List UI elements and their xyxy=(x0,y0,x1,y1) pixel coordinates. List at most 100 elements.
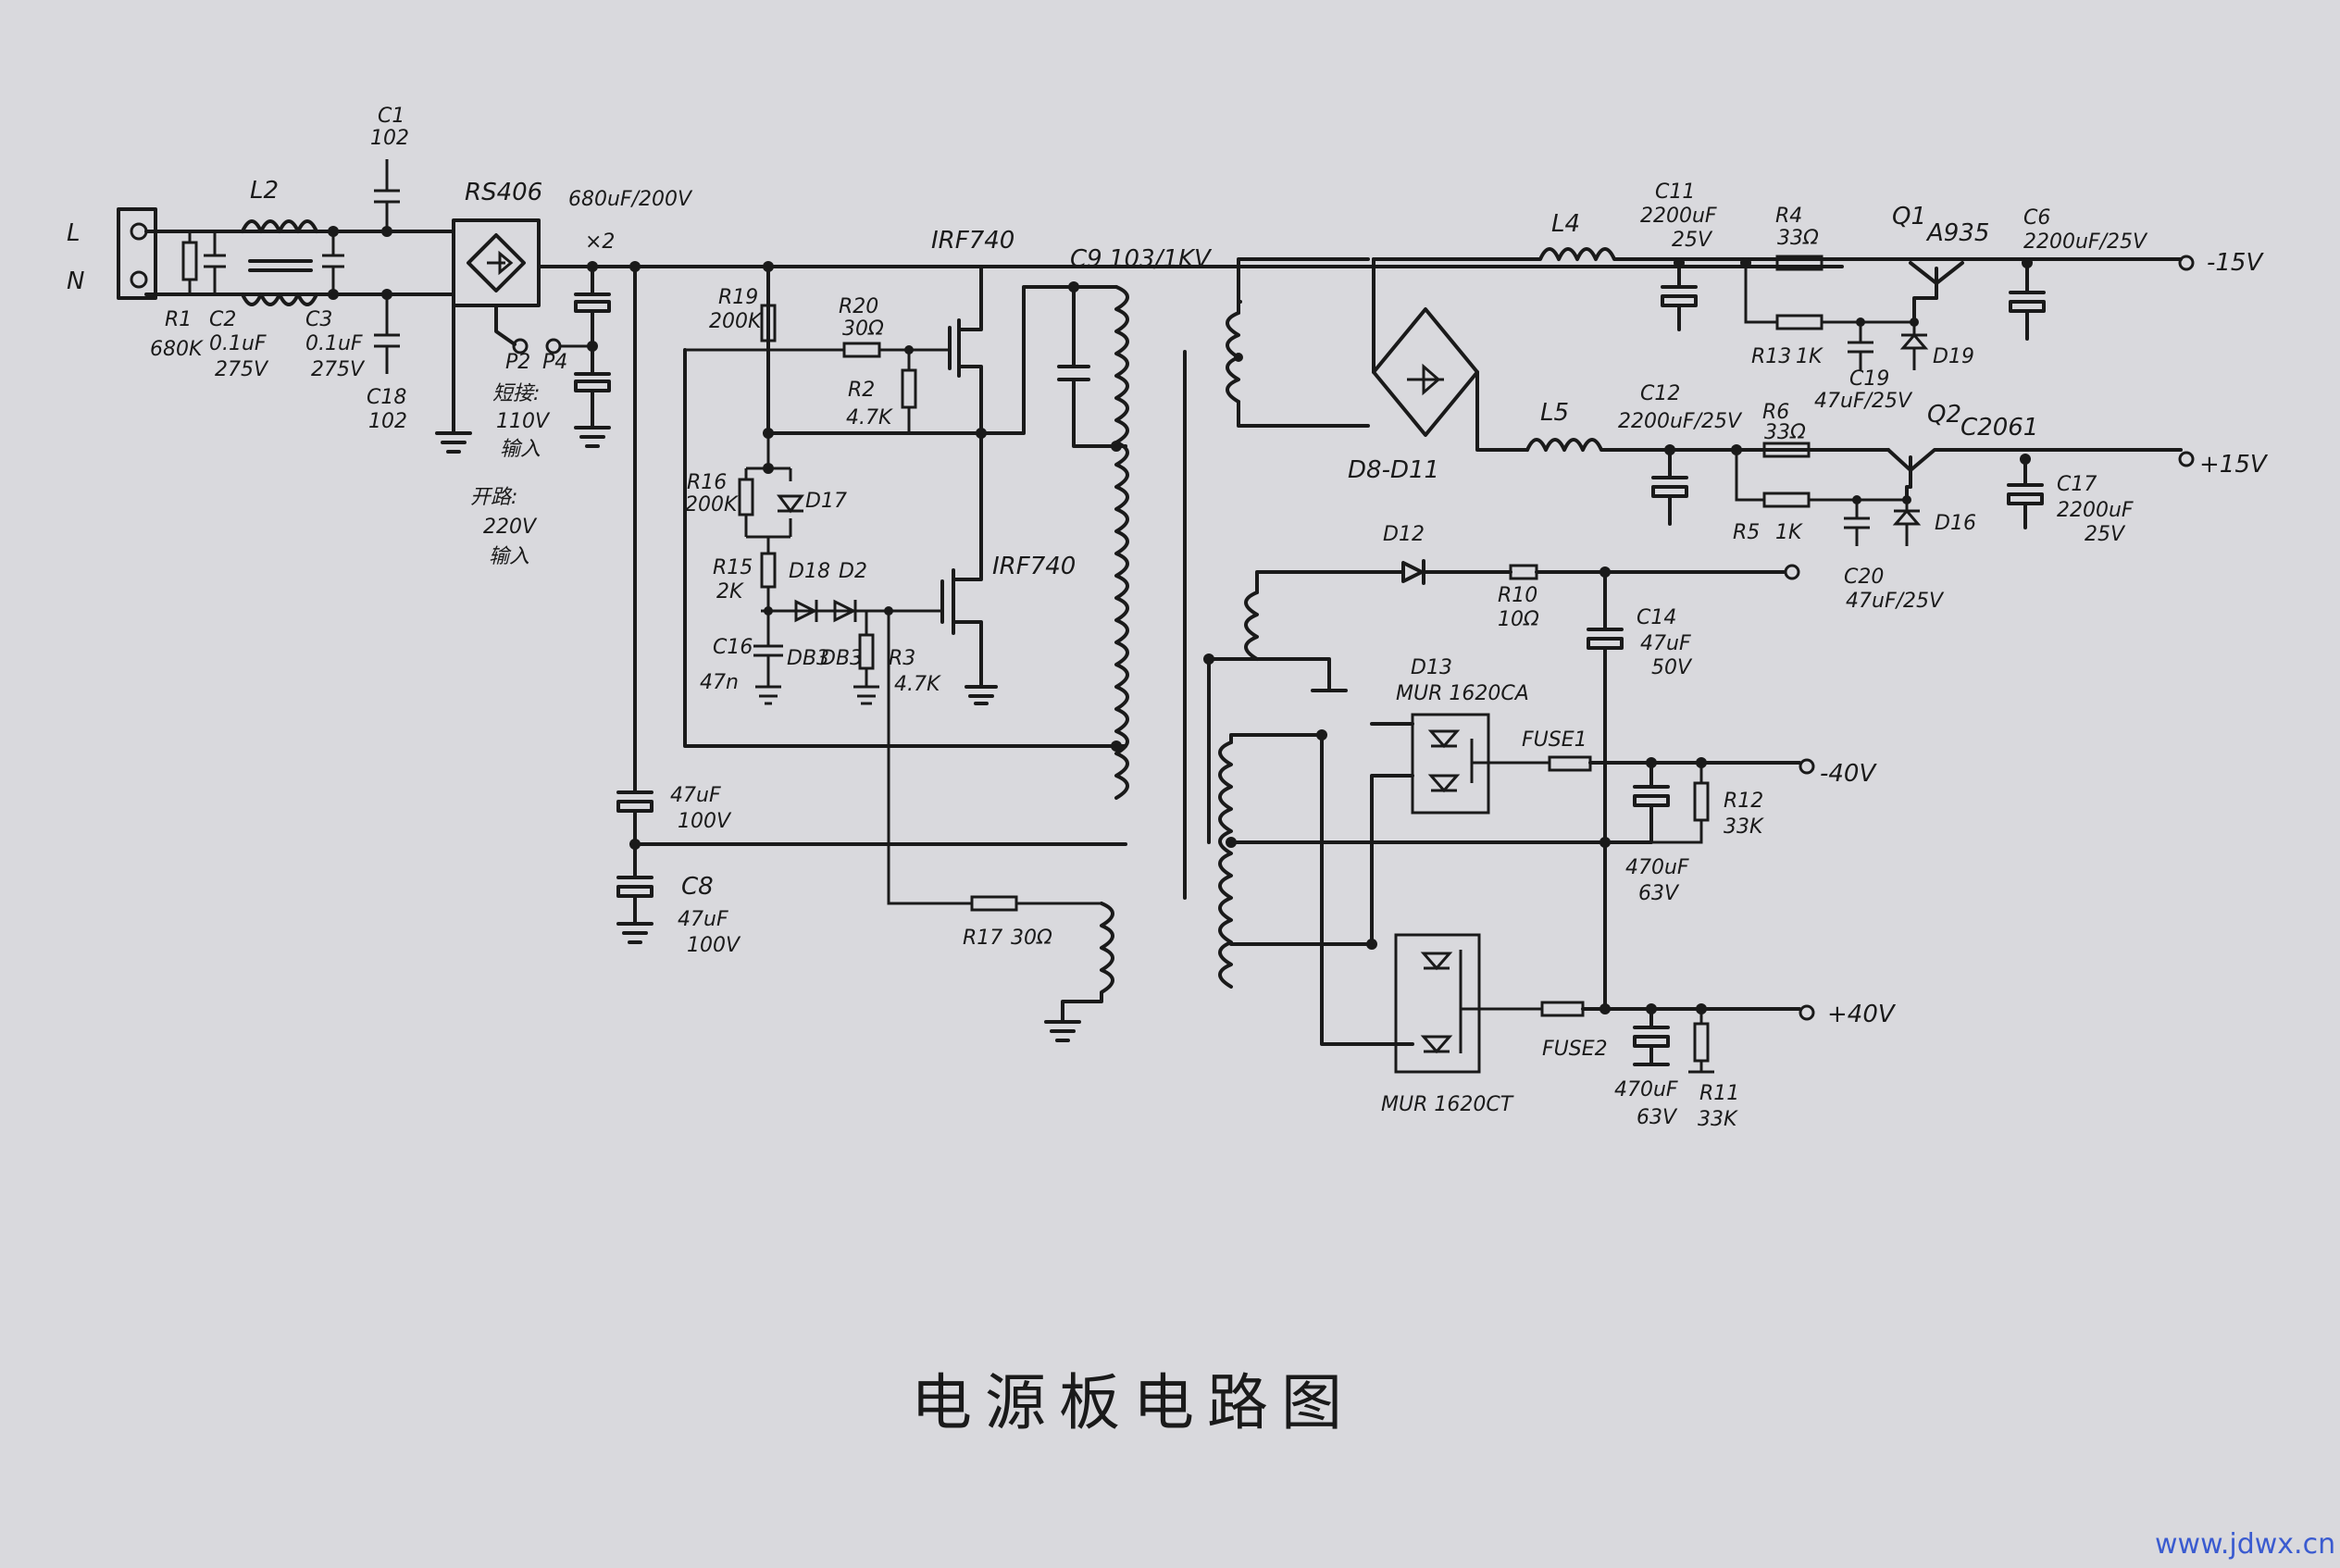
label-d19: D19 xyxy=(1933,345,1974,368)
label-l5: L5 xyxy=(1540,399,1569,427)
label-r3-val: 4.7K xyxy=(894,673,941,696)
pad-p2 xyxy=(512,338,529,355)
cap-c19 xyxy=(1848,322,1873,370)
inductor-l2-bot xyxy=(241,292,318,306)
label-r19-val: 200K xyxy=(709,310,763,333)
resistor-r15 xyxy=(760,552,777,589)
label-bulk-caps: 680uF/200V xyxy=(568,188,693,211)
bridge-rs406-diode xyxy=(487,250,514,276)
primary-winding xyxy=(1114,285,1129,800)
label-c9: C9 xyxy=(1070,245,1102,273)
label-cpos40-v: 63V xyxy=(1637,1106,1678,1129)
label-r13: R13 xyxy=(1751,345,1791,368)
label-q2-type: C2061 xyxy=(1960,414,2038,442)
wire-56v-winding-top xyxy=(1255,570,1403,594)
resistor-r5 xyxy=(1762,492,1811,508)
bridge-d8-d11-symbol xyxy=(1407,363,1444,396)
label-db3b: DB3 xyxy=(820,647,863,670)
diode-pack-mur1620ct xyxy=(1394,933,1481,1074)
label-q-top: IRF740 xyxy=(931,227,1014,255)
diode-d12 xyxy=(1401,559,1425,585)
label-c8-val: 47uF xyxy=(678,908,728,931)
label-c2-v: 275V xyxy=(215,358,269,381)
label-cneg40-v: 63V xyxy=(1638,882,1680,905)
label-c9-val: 103/1KV xyxy=(1109,245,1213,273)
mains-connector xyxy=(117,207,157,300)
label-c1: C1 xyxy=(378,105,405,128)
resistor-r16 xyxy=(738,478,754,516)
transistor-q2 xyxy=(1886,448,1955,489)
label-cupper-val: 47uF xyxy=(670,784,721,807)
label-c6-val: 2200uF/25V xyxy=(2023,230,2148,254)
resistor-r17 xyxy=(970,895,1018,912)
terminal-pos15 xyxy=(2178,451,2195,467)
label-c11-v: 25V xyxy=(1672,229,1713,252)
label-fuse2: FUSE2 xyxy=(1542,1038,1608,1061)
diode-d2 xyxy=(833,599,857,623)
label-r10: R10 xyxy=(1498,584,1537,607)
label-c3-val: 0.1uF xyxy=(305,332,363,355)
label-L: L xyxy=(67,219,81,247)
label-d18: D18 xyxy=(789,560,830,583)
label-c20: C20 xyxy=(1844,566,1884,589)
capacitor-c3 xyxy=(322,231,344,294)
cap-c14-top xyxy=(1587,570,1624,631)
label-r5-val: 1K xyxy=(1775,521,1803,544)
terminal-neg40 xyxy=(1799,758,1815,775)
terminal-n xyxy=(130,270,148,289)
label-mur1620ct: MUR 1620CT xyxy=(1381,1093,1514,1116)
label-c17: C17 xyxy=(2057,473,2097,496)
label-c14: C14 xyxy=(1637,606,1676,629)
label-q1: Q1 xyxy=(1892,203,1926,230)
note-short-1: 短接: xyxy=(492,382,540,405)
watermark: www.jdwx.cn xyxy=(2155,1528,2335,1561)
note-open-2: 220V xyxy=(483,516,538,539)
wire-d13-in-a xyxy=(1320,733,1414,1046)
label-r16-val: 200K xyxy=(685,493,739,516)
resistor-r11 xyxy=(1693,1022,1710,1063)
label-c8-v: 100V xyxy=(687,934,741,957)
label-r15-val: 2K xyxy=(716,580,744,604)
inductor-l2-top xyxy=(241,219,318,233)
wire-r11 xyxy=(1688,1009,1714,1074)
ground-bridge xyxy=(435,292,472,454)
diode-ct-a xyxy=(1420,952,1453,971)
label-d17: D17 xyxy=(805,490,847,513)
label-out-neg40: -40V xyxy=(1820,760,1877,788)
label-c2: C2 xyxy=(209,308,236,331)
ground-bulk xyxy=(574,389,611,448)
label-c12: C12 xyxy=(1640,382,1680,405)
label-r19: R19 xyxy=(718,286,758,309)
label-rs406: RS406 xyxy=(465,179,542,206)
label-r17-val: 30Ω xyxy=(1011,927,1052,950)
wire-q1-base xyxy=(1912,296,1938,324)
label-l4: L4 xyxy=(1551,210,1580,238)
resistor-r20 xyxy=(842,342,881,358)
label-c8: C8 xyxy=(681,873,714,901)
input-section: L N R1 680K C2 0.1uF 275V L2 C3 0.1uF 27… xyxy=(67,105,1844,568)
label-c2-val: 0.1uF xyxy=(209,332,267,355)
wire-bridge-out xyxy=(1372,257,1529,452)
bridge-rs406-diamond xyxy=(467,233,526,292)
wire-r5 xyxy=(1735,450,1907,502)
winding-40v xyxy=(1218,740,1233,989)
label-d12: D12 xyxy=(1383,523,1425,546)
diagram-title: 电源板电路图 xyxy=(911,1367,1355,1438)
label-out-neg15: -15V xyxy=(2207,249,2264,277)
terminal-neg15 xyxy=(2178,255,2195,271)
transistor-q1 xyxy=(1909,261,1964,300)
label-r11-val: 33K xyxy=(1698,1108,1738,1131)
label-c18-val: 102 xyxy=(368,410,407,433)
capacitor-c2 xyxy=(204,231,226,294)
label-c19: C19 xyxy=(1849,367,1889,391)
wire-switch-node xyxy=(766,285,1076,435)
label-r20-val: 30Ω xyxy=(842,317,884,341)
resistor-r13 xyxy=(1775,314,1823,330)
terminal-l xyxy=(130,222,148,241)
wire-pos15-rail-left xyxy=(1525,438,1890,452)
label-r17: R17 xyxy=(963,927,1002,950)
fuse-1 xyxy=(1548,755,1592,772)
label-d13-type: MUR 1620CA xyxy=(1396,682,1529,705)
resistor-r6 xyxy=(1762,442,1811,458)
label-r20: R20 xyxy=(839,295,878,318)
